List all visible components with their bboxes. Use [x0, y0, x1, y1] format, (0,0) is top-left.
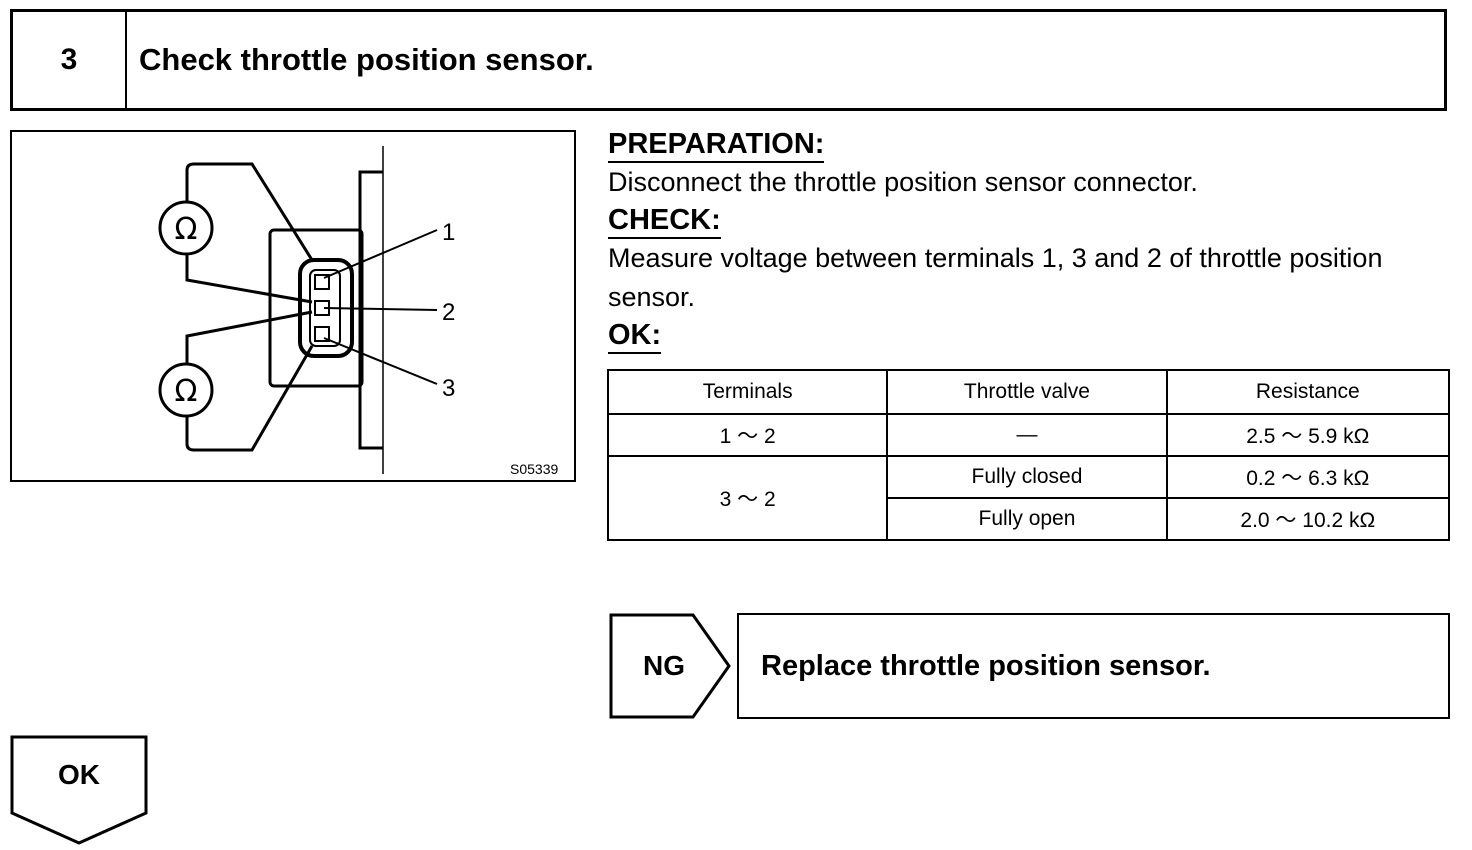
- ohmmeter-bottom-symbol: Ω: [175, 374, 198, 409]
- instructions: PREPARATION: Disconnect the throttle pos…: [608, 126, 1448, 354]
- ohmmeter-top-icon: [158, 200, 214, 256]
- table-cell-valve: —: [886, 413, 1168, 457]
- resistance-spec-table: Terminals Throttle valve Resistance 1 ～ …: [606, 369, 1451, 541]
- ng-action-text: Replace throttle position sensor.: [761, 649, 1211, 682]
- sensor-diagram-drawing: Ω Ω 1 2 3 S05339: [158, 146, 558, 477]
- table-header-terminals: Terminals: [606, 369, 889, 415]
- preparation-text: Disconnect the throttle position sensor …: [608, 167, 1198, 197]
- table-header-resistance: Resistance: [1165, 369, 1451, 415]
- step-header: 3 Check throttle position sensor.: [10, 9, 1447, 111]
- table-cell-resistance: 2.5 ～ 5.9 kΩ: [1165, 413, 1451, 457]
- table-cell-terminals: 3 ～ 2: [606, 455, 889, 541]
- step-title: Check throttle position sensor.: [139, 42, 594, 77]
- check-text: Measure voltage between terminals 1, 3 a…: [608, 243, 1383, 312]
- table-row: 1 ～ 2 — 2.5 ～ 5.9 kΩ: [606, 413, 1451, 457]
- step-number: 3: [13, 12, 127, 108]
- table-header-row: Terminals Throttle valve Resistance: [606, 369, 1451, 415]
- terminal-label-1: 1: [442, 219, 455, 246]
- ok-arrow-icon: [10, 735, 148, 845]
- table-cell-valve: Fully closed: [886, 455, 1168, 499]
- ng-branch-arrow: NG: [609, 613, 733, 719]
- table-cell-terminals: 1 ～ 2: [606, 413, 889, 457]
- figure-code: S05339: [510, 461, 558, 477]
- preparation-label: PREPARATION:: [608, 127, 825, 163]
- table-cell-valve: Fully open: [886, 497, 1168, 541]
- ok-label: OK: [58, 759, 100, 790]
- ohmmeter-bottom-icon: [158, 362, 214, 418]
- table-row: Fully open 2.0 ～ 10.2 kΩ: [608, 497, 1451, 541]
- ohmmeter-top-symbol: Ω: [175, 212, 198, 247]
- table-row: 3 ～ 2 Fully closed 0.2 ～ 6.3 kΩ: [606, 455, 1451, 541]
- ok-spec-label: OK:: [608, 318, 662, 354]
- ng-action-box: Replace throttle position sensor.: [737, 613, 1450, 719]
- table-cell-resistance: 0.2 ～ 6.3 kΩ: [1165, 455, 1451, 499]
- terminal-label-3: 3: [442, 375, 455, 402]
- check-label: CHECK:: [608, 203, 721, 239]
- terminal-label-2: 2: [442, 299, 455, 326]
- table-header-throttle-valve: Throttle valve: [886, 369, 1168, 415]
- ng-label: NG: [643, 650, 685, 681]
- table-cell-resistance: 2.0 ～ 10.2 kΩ: [1165, 497, 1451, 541]
- ng-arrow-icon: [609, 613, 731, 719]
- sensor-diagram: Ω Ω 1 2 3 S05339: [10, 130, 576, 482]
- ok-branch-arrow: OK: [10, 735, 148, 845]
